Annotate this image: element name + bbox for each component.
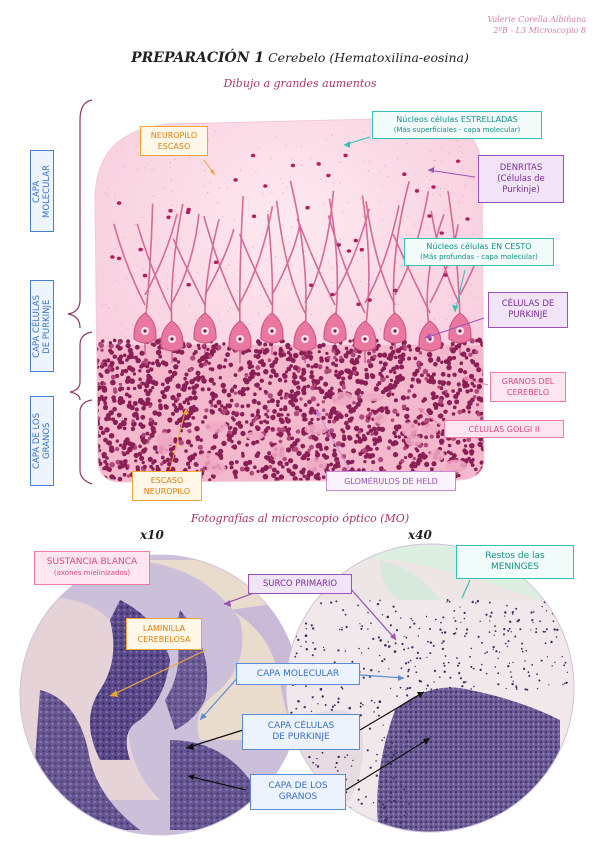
micrograph-x10 bbox=[20, 555, 300, 835]
page-title: PREPARACIÓN 1 Cerebelo (Hematoxilina-eos… bbox=[0, 50, 600, 66]
label-capa-granos-photo: CAPA DE LOS GRANOS bbox=[250, 774, 346, 810]
label-laminilla: LAMINILLA CEREBELOSA bbox=[126, 618, 202, 650]
layer-purkinje-label: CAPA CÉLULAS DE PURKINJE bbox=[30, 280, 54, 372]
label-dendritas: DENRITAS (Células de Purkinje) bbox=[478, 155, 564, 203]
arrow-dendritas bbox=[427, 169, 476, 178]
label-sustancia-blanca: SUSTANCIA BLANCA (axones mielinizados) bbox=[34, 551, 150, 585]
label-golgi: CÉLULAS GOLGI II bbox=[444, 420, 564, 438]
arrow-cesto bbox=[454, 269, 466, 313]
cerebellum-drawing bbox=[67, 99, 489, 485]
magnification-right: x40 bbox=[408, 528, 432, 542]
purkinje-cells bbox=[133, 312, 472, 352]
bracket-purkinje bbox=[69, 331, 93, 401]
stellate-nuclei bbox=[101, 130, 476, 330]
label-neuropilo-escaso-bottom: ESCASO NEUROPILO bbox=[132, 471, 202, 501]
arrow-purkinje-right bbox=[359, 691, 425, 731]
arrow-purkinje-left bbox=[185, 729, 244, 749]
label-neuropilo-escaso-top: NEUROPILO ESCASO bbox=[140, 126, 208, 156]
arrow-molecular-right bbox=[359, 674, 405, 679]
label-capa-purkinje-photo: CAPA CÉLULAS DE PURKINJE bbox=[242, 714, 360, 750]
label-granos-cerebelo: GRANOS DEL CEREBELO bbox=[490, 372, 566, 402]
drawing-subtitle: Dibujo a grandes aumentos bbox=[223, 77, 377, 90]
arrow-surco-right bbox=[349, 587, 397, 641]
arrow-granos-left bbox=[187, 775, 247, 791]
label-meninges: Restos de las MENINGES bbox=[456, 545, 574, 579]
bracket-molecular bbox=[67, 99, 93, 329]
author-block: Valerie Corella Albiñana 2ºB - L3 Micros… bbox=[487, 14, 586, 36]
arrow-laminilla bbox=[109, 649, 207, 697]
granule-cells bbox=[95, 337, 484, 482]
title-rest: Cerebelo (Hematoxilina-eosina) bbox=[268, 50, 469, 65]
label-cesto: Núcleos células EN CESTO (Más profundas … bbox=[404, 238, 554, 266]
arrow-meninges bbox=[461, 579, 471, 599]
label-glomerulos: GLOMÉRULOS DE HELD bbox=[326, 471, 456, 491]
author-group: 2ºB - L3 Microscopio 8 bbox=[493, 26, 586, 35]
arrow-glomerulos bbox=[315, 409, 351, 471]
arrow-granos-right bbox=[345, 737, 431, 791]
label-capa-molecular-photo: CAPA MOLECULAR bbox=[236, 663, 360, 685]
label-surco-primario: SURCO PRIMARIO bbox=[248, 574, 352, 594]
layer-molecular-label: CAPA MOLECULAR bbox=[30, 150, 54, 232]
arrow-purkinje bbox=[424, 317, 485, 339]
section-title: Fotografías al microscopio óptico (MO) bbox=[190, 512, 410, 525]
label-estrelladas: Núcleos células ESTRELLADAS (Más superfi… bbox=[372, 111, 542, 139]
arrow-molecular-left bbox=[199, 674, 241, 721]
bracket-granos bbox=[79, 399, 93, 485]
title-prefix: PREPARACIÓN 1 bbox=[131, 50, 265, 66]
author-name: Valerie Corella Albiñana bbox=[487, 15, 586, 24]
magnification-left: x10 bbox=[140, 528, 164, 542]
label-celulas-purkinje: CÉLULAS DE PURKINJE bbox=[488, 292, 568, 328]
arrow-neuropilo-bottom bbox=[169, 407, 187, 471]
layer-granos-label: CAPA DE LOS GRANOS bbox=[30, 396, 54, 486]
